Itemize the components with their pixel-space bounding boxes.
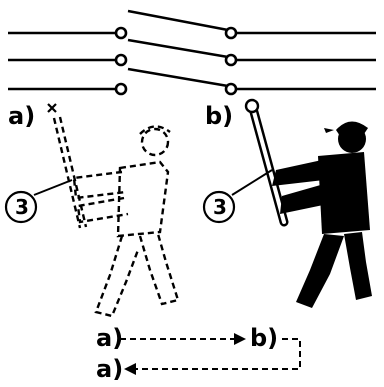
worker-dashed-leg-back (140, 234, 178, 304)
insulating-rod-hook (246, 100, 258, 112)
worker-solid-cap-peak (324, 128, 334, 133)
worker-solid-leg-front (296, 234, 344, 308)
worker-dashed-arm-lower (78, 198, 128, 222)
insulating-rod-tip-a (48, 104, 56, 112)
insulating-rod-dashed-right (60, 117, 86, 227)
switch-blade-2 (128, 40, 228, 57)
panel-label-a: a) (8, 104, 35, 128)
insulating-rod-dashed-left (54, 118, 80, 228)
worker-dashed-torso (118, 162, 168, 236)
worker-solid-leg-back (344, 232, 372, 300)
worker-dashed-head (142, 129, 168, 155)
callout-leader-left (34, 180, 72, 195)
callout-leader-right (232, 170, 272, 195)
contact-left-2 (116, 55, 126, 65)
arrow-forward-head (234, 333, 246, 345)
worker-dashed-figure (54, 117, 178, 316)
sequence-label-start: a) (96, 326, 123, 350)
callout-number-right: 3 (213, 197, 227, 217)
worker-solid-arm-upper (272, 160, 324, 186)
worker-solid-figure (246, 100, 372, 308)
arrow-return-head (124, 363, 136, 375)
switch-blade-1 (128, 11, 228, 30)
panel-label-b: b) (205, 104, 233, 128)
insulating-rod-core (254, 112, 284, 222)
worker-dashed-leg-front (96, 236, 138, 316)
sequence-label-return: a) (96, 357, 123, 381)
contact-left-1 (116, 28, 126, 38)
contact-right-1 (226, 28, 236, 38)
callout-leaders (34, 170, 272, 195)
worker-dashed-arm-upper (74, 172, 126, 198)
contact-right-2 (226, 55, 236, 65)
contact-right-3 (226, 84, 236, 94)
callout-number-left: 3 (15, 197, 29, 217)
sequence-label-middle: b) (250, 326, 278, 350)
overhead-line-disconnector (8, 11, 376, 94)
switch-blade-3 (128, 69, 228, 86)
contact-left-3 (116, 84, 126, 94)
